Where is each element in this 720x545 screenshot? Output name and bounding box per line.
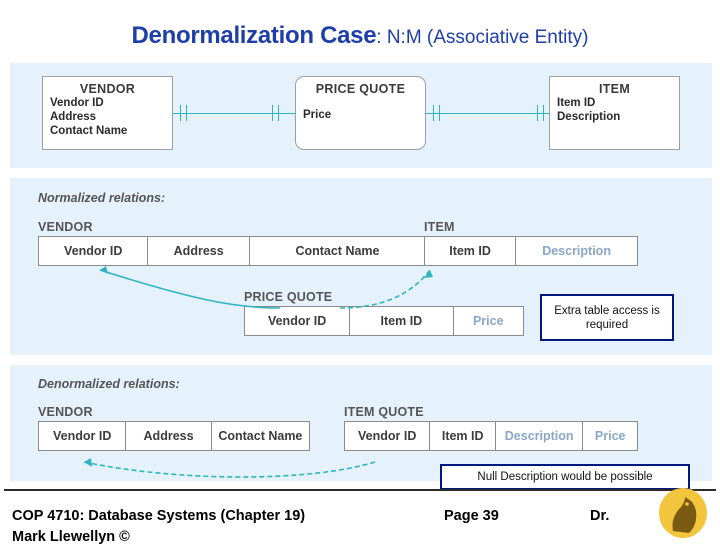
normalized-item-col-0: Item ID [425,237,517,265]
normalized-pricequote-col-0: Vendor ID [245,307,351,335]
denormalized-itemquote-table: Vendor ID Item ID Description Price [344,421,638,451]
denormalized-vendor-col-2: Contact Name [218,429,303,443]
denormalized-vendor-table: Vendor ID Address Contact Name [38,421,310,451]
footer-author: Mark Llewellyn © [12,529,130,545]
normalized-pricequote-label: PRICE QUOTE [244,290,333,304]
entity-vendor: VENDOR Vendor ID Address Contact Name [42,76,173,150]
normalized-link-arrows [99,266,433,309]
normalized-vendor-col-0: Vendor ID [39,237,149,265]
normalized-section-label: Normalized relations: [38,191,166,205]
null-description-callout: Null Description would be possible [440,464,690,490]
page-title-main: Denormalization Case [131,22,377,49]
entity-item-name: ITEM [598,82,631,96]
knight-logo-icon [659,488,707,538]
entity-item: ITEM Item ID Description [549,76,680,150]
footer-page-number: Page 39 [444,508,499,524]
entity-vendor-attr-0: Vendor ID [50,97,104,109]
relationship-tick-right-c [537,105,538,121]
relationship-line-left [173,113,295,114]
denormalized-link-arrow [83,458,376,478]
denormalized-vendor-label: VENDOR [38,405,93,419]
normalized-item-table: Item ID Description [424,236,638,266]
denormalized-vendor-col-0: Vendor ID [39,422,127,450]
footer-course: COP 4710: Database Systems (Chapter 19) [12,508,306,524]
entity-vendor-attr-1: Address [50,111,97,123]
normalized-vendor-col-1: Address [148,237,250,265]
entity-item-attr-0: Item ID [557,97,596,109]
normalized-item-label: ITEM [424,220,455,234]
footer: COP 4710: Database Systems (Chapter 19) … [0,497,720,545]
denormalized-section-label: Denormalized relations: [38,377,180,391]
relationship-tick-left-a [180,105,181,121]
denormalized-itemquote-col-3: Price [594,429,626,443]
relationship-line-right [426,113,549,114]
entity-price-quote: PRICE QUOTE Price [295,76,426,150]
entity-vendor-attr-2: Contact Name [50,125,128,137]
entity-price-quote-attr-0: Price [303,109,332,121]
denormalized-itemquote-col-0: Vendor ID [345,422,431,450]
denormalized-itemquote-label: ITEM QUOTE [344,405,424,419]
denormalized-itemquote-col-1: Item ID [430,422,496,450]
normalized-vendor-col-2: Contact Name [295,244,380,258]
entity-vendor-name: VENDOR [79,82,136,96]
entity-price-quote-name: PRICE QUOTE [315,82,406,96]
extra-table-access-callout: Extra table access is required [540,294,674,341]
relationship-tick-left-c [272,105,273,121]
relationship-tick-left-b [186,105,187,121]
relationship-tick-left-d [278,105,279,121]
normalized-pricequote-table: Vendor ID Item ID Price [244,306,524,336]
normalized-item-col-1: Description [542,244,611,258]
relationship-tick-right-d [543,105,544,121]
normalized-vendor-table: Vendor ID Address Contact Name [38,236,426,266]
footer-divider [4,489,716,491]
entity-item-attr-1: Description [557,111,621,123]
footer-dr: Dr. [590,508,610,524]
normalized-pricequote-col-2: Price [472,314,504,328]
relationship-tick-right-a [433,105,434,121]
denormalized-vendor-col-1: Address [126,422,212,450]
denormalized-itemquote-col-2: Description [496,422,584,450]
normalized-vendor-label: VENDOR [38,220,93,234]
normalized-pricequote-col-1: Item ID [350,307,454,335]
page-title: Denormalization Case: N:M (Associative E… [0,22,720,50]
page-title-rest: : N:M (Associative Entity) [376,27,589,48]
relationship-tick-right-b [439,105,440,121]
